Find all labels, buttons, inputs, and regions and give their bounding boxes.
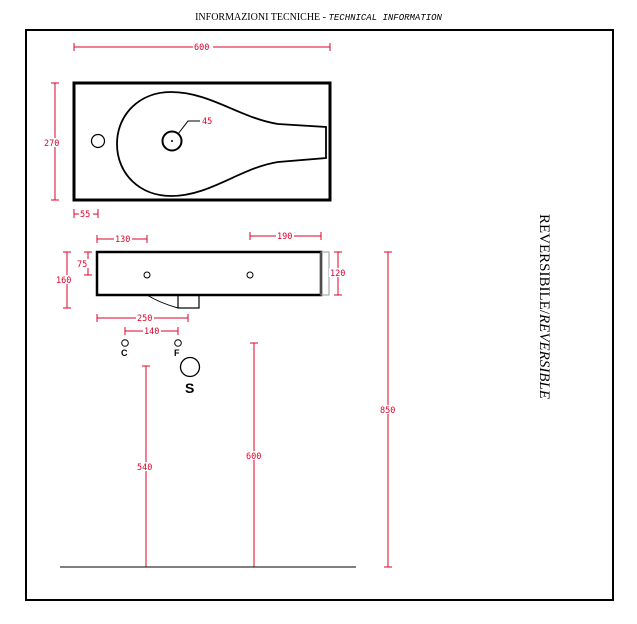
header-english: TECHNICAL INFORMATION [328, 13, 442, 23]
dim-width: 600 [194, 43, 209, 53]
connections: C F S [121, 339, 201, 396]
dim-label-bg [193, 42, 213, 51]
dim-540: 540 [137, 463, 152, 473]
height-dimensions: 540 600 850 [60, 251, 397, 568]
bowl-underside [146, 294, 179, 309]
dim-label-bg [379, 405, 397, 414]
reversible-english: REVERSIBLE [536, 313, 552, 399]
dim-label-bg [76, 259, 89, 268]
dim-depth: 270 [44, 139, 59, 149]
bowl-outline [116, 91, 327, 197]
drain-leader [177, 120, 200, 135]
front-view: 130 190 160 75 120 250 [55, 231, 347, 337]
dim-label-bg [136, 313, 154, 322]
header-italian: INFORMAZIONI TECNICHE - [195, 12, 329, 23]
label-drain: S [185, 380, 194, 396]
dim-130: 130 [115, 235, 130, 245]
dim-label-bg [329, 268, 347, 277]
drain-center-dot [171, 140, 173, 142]
drain-outlet [177, 294, 200, 309]
dim-label-bg [276, 231, 294, 240]
dim-label-bg [136, 462, 154, 471]
hot-water-icon [174, 339, 182, 347]
overflow-hole-left-icon [143, 271, 151, 279]
dim-label-bg [245, 451, 263, 460]
technical-info-header: INFORMAZIONI TECNICHE - TECHNICAL INFORM… [0, 12, 637, 23]
dim-label-bg [114, 234, 132, 243]
dim-label-bg [143, 326, 161, 335]
dim-label-bg [55, 275, 73, 284]
label-hot: F [174, 348, 180, 358]
dim-75: 75 [77, 260, 87, 270]
drawing-frame [25, 29, 614, 601]
basin-top-outline [72, 81, 332, 202]
cold-water-icon [121, 339, 129, 347]
dim-250: 250 [137, 314, 152, 324]
overflow-hole-right-icon [246, 271, 254, 279]
drain-outlet-icon [179, 356, 201, 378]
dim-tap-offset: 55 [80, 210, 90, 220]
dim-140: 140 [144, 327, 159, 337]
dim-190: 190 [277, 232, 292, 242]
dim-label-bg [43, 138, 65, 147]
label-cold: C [121, 348, 128, 358]
tap-hole-icon [90, 133, 106, 149]
dim-label-bg [79, 209, 93, 218]
reversible-text: REVERSIBILE/REVERSIBLE [536, 214, 552, 399]
top-view: 45 600 270 55 [43, 42, 332, 220]
dim-850: 850 [380, 406, 395, 416]
dim-120: 120 [330, 269, 345, 279]
dim-drain-diameter: 45 [202, 117, 212, 127]
reversible-italian: REVERSIBILE/ [536, 214, 552, 315]
dim-600: 600 [246, 452, 261, 462]
drain-icon [161, 130, 183, 152]
basin-front-outline [95, 250, 323, 297]
dim-160: 160 [56, 276, 71, 286]
